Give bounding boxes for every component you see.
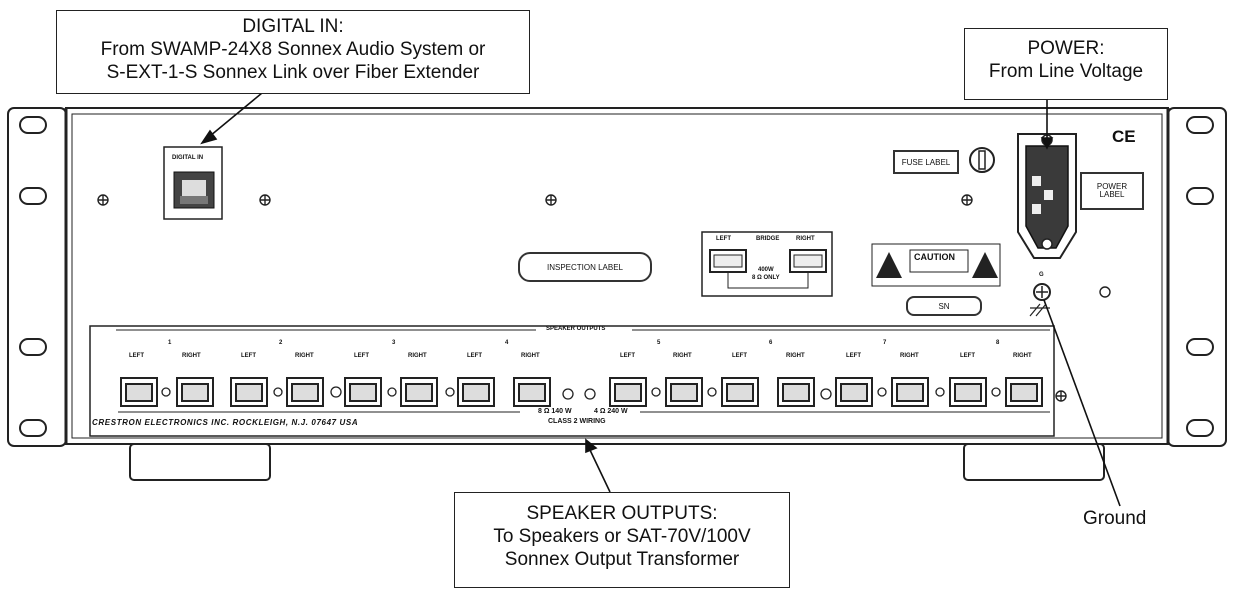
left-label: LEFT (241, 353, 256, 359)
right-label: RIGHT (182, 353, 201, 359)
rack-slot (19, 187, 47, 205)
power-callout-title: POWER: (1027, 38, 1105, 59)
fuse-label: FUSE LABEL (893, 150, 959, 174)
right-foot (963, 443, 1105, 481)
power-callout: POWER: From Line Voltage (964, 28, 1168, 100)
left-rack-ear (7, 107, 67, 447)
channel-number: 3 (392, 340, 396, 346)
ground-symbol-label: G (1039, 272, 1044, 278)
digital-in-callout: DIGITAL IN: From SWAMP-24X8 Sonnex Audio… (56, 10, 530, 94)
right-label: RIGHT (786, 353, 805, 359)
channel-number: 4 (505, 340, 509, 346)
digital-in-panel-label: DIGITAL IN (172, 155, 204, 161)
speaker-outputs-callout-line1: To Speakers or SAT-70V/100V (493, 526, 751, 548)
caution-text: CAUTION (914, 252, 955, 262)
channel-number: 7 (883, 340, 887, 346)
digital-in-callout-line2: S-EXT-1-S Sonnex Link over Fiber Extende… (106, 62, 480, 84)
rack-slot (1186, 419, 1214, 437)
channel-number: 8 (996, 340, 1000, 346)
right-label: RIGHT (521, 353, 540, 359)
power-label-line2: LABEL (1099, 190, 1125, 199)
bridge-note-1: 400W (758, 267, 774, 273)
speaker-outputs-callout: SPEAKER OUTPUTS: To Speakers or SAT-70V/… (454, 492, 790, 588)
bridge-right-label: RIGHT (796, 236, 815, 242)
left-label: LEFT (354, 353, 369, 359)
rack-slot (19, 116, 47, 134)
rack-slot (19, 338, 47, 356)
power-label: POWER LABEL (1080, 172, 1144, 210)
left-label: LEFT (846, 353, 861, 359)
right-label: RIGHT (408, 353, 427, 359)
inspection-label: INSPECTION LABEL (518, 252, 652, 282)
left-label: LEFT (960, 353, 975, 359)
rack-slot (1186, 187, 1214, 205)
speaker-outputs-panel-title: SPEAKER OUTPUTS (546, 326, 606, 332)
power-callout-line1: From Line Voltage (988, 61, 1144, 83)
ground-callout: Ground (1083, 508, 1147, 529)
right-label: RIGHT (673, 353, 692, 359)
rack-slot (19, 419, 47, 437)
left-label: LEFT (129, 353, 144, 359)
right-label: RIGHT (295, 353, 314, 359)
right-rack-ear (1167, 107, 1227, 447)
power-label-line1: POWER (1096, 181, 1128, 191)
bridge-left-label: LEFT (716, 236, 731, 242)
left-label: LEFT (620, 353, 635, 359)
channel-number: 5 (657, 340, 661, 346)
rack-slot (1186, 338, 1214, 356)
bridge-note-2: 8 Ω ONLY (752, 275, 780, 281)
bridge-label: BRIDGE (756, 236, 780, 242)
rack-slot (1186, 116, 1214, 134)
right-label: RIGHT (900, 353, 919, 359)
left-foot (129, 443, 271, 481)
class2-label: CLASS 2 WIRING (548, 418, 606, 425)
rating-label-1: 8 Ω 140 W (538, 408, 572, 415)
channel-number: 6 (769, 340, 773, 346)
sn-label: SN (906, 296, 982, 316)
channel-number: 2 (279, 340, 283, 346)
digital-in-callout-line1: From SWAMP-24X8 Sonnex Audio System or (100, 39, 486, 61)
manufacturer-label: CRESTRON ELECTRONICS INC. ROCKLEIGH, N.J… (92, 418, 359, 427)
speaker-outputs-callout-title: SPEAKER OUTPUTS: (526, 503, 718, 524)
ce-mark: CE (1112, 127, 1136, 146)
speaker-outputs-callout-line2: Sonnex Output Transformer (504, 549, 740, 571)
left-label: LEFT (467, 353, 482, 359)
right-label: RIGHT (1013, 353, 1032, 359)
channel-number: 1 (168, 340, 172, 346)
speaker-connectors (120, 377, 1043, 407)
digital-in-callout-title: DIGITAL IN: (242, 16, 344, 37)
rating-label-2: 4 Ω 240 W (594, 408, 628, 415)
left-label: LEFT (732, 353, 747, 359)
